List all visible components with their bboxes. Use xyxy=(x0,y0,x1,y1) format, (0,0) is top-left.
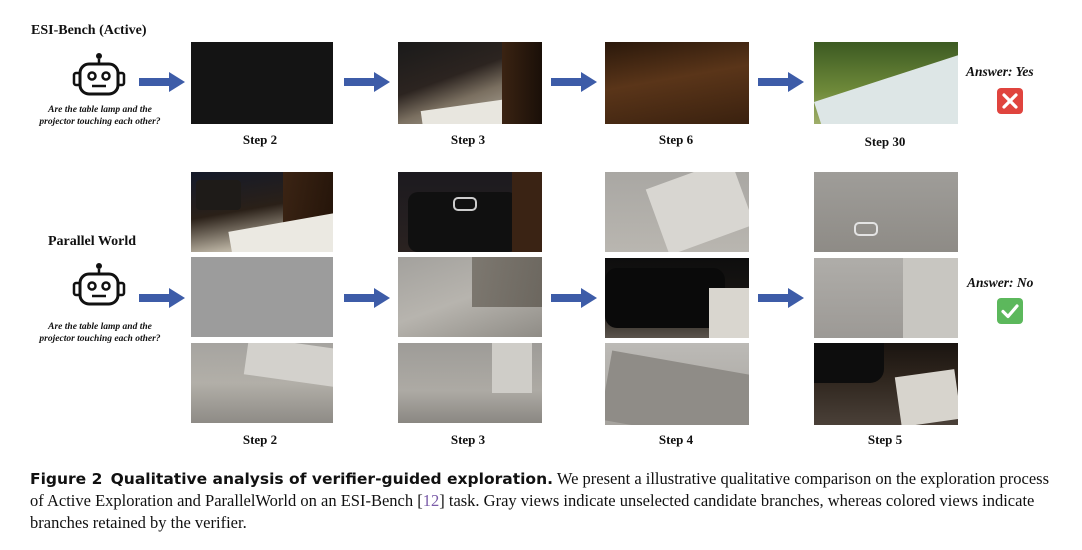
caption-text-end: ] task. Gray views indicate unselected c… xyxy=(30,491,1035,532)
figure-label: Figure 2 xyxy=(30,470,103,488)
row1-step-label: Step 3 xyxy=(450,132,486,147)
arrow-right-icon xyxy=(344,72,390,92)
row1-step-label: Step 30 xyxy=(864,134,906,149)
row1-step3-view xyxy=(398,42,542,124)
row2-answer: Answer: No xyxy=(967,275,1034,290)
cross-mark-icon xyxy=(997,88,1023,114)
arrow-right-icon xyxy=(551,288,597,308)
row2-step4-gray-view xyxy=(605,172,749,252)
row2-step5-selected-view xyxy=(814,343,958,425)
arrow-right-icon xyxy=(758,288,804,308)
row1-title: ESI-Bench (Active) xyxy=(31,23,147,38)
row2-step-label: Step 2 xyxy=(242,432,278,447)
row2-question: Are the table lamp and the projector tou… xyxy=(39,322,161,344)
row1-answer: Answer: Yes xyxy=(966,64,1034,79)
row2-step3-gray-view xyxy=(398,257,542,337)
arrow-right-icon xyxy=(139,72,185,92)
row2-step-label: Step 5 xyxy=(867,432,903,447)
figure-caption: Figure 2 Qualitative analysis of verifie… xyxy=(30,468,1060,534)
arrow-right-icon xyxy=(551,72,597,92)
row2-step5-gray-view xyxy=(814,258,958,338)
arrow-right-icon xyxy=(758,72,804,92)
caption-text: We present a illustrative qualitative co… xyxy=(30,469,1049,510)
row1-step2-view xyxy=(191,42,333,124)
row2-step-label: Step 3 xyxy=(450,432,486,447)
row1-question: Are the table lamp and the projector tou… xyxy=(39,105,161,127)
row2-step4-selected-view xyxy=(605,258,749,338)
row2-step2-gray-view xyxy=(191,257,333,337)
robot-icon xyxy=(72,263,126,306)
row1-step30-view xyxy=(814,42,958,124)
row2-step5-gray-view xyxy=(814,172,958,252)
row2-step3-gray-view xyxy=(398,343,542,423)
row1-step6-view xyxy=(605,42,749,124)
row2-step2-gray-view xyxy=(191,343,333,423)
row2-step-label: Step 4 xyxy=(658,432,694,447)
figure-title: Qualitative analysis of verifier-guided … xyxy=(110,470,554,488)
row2-step4-gray-view xyxy=(605,343,749,425)
row1-step-label: Step 2 xyxy=(242,132,278,147)
check-mark-icon xyxy=(997,298,1023,324)
row2-step3-selected-view xyxy=(398,172,542,252)
arrow-right-icon xyxy=(139,288,185,308)
robot-icon xyxy=(72,53,126,96)
arrow-right-icon xyxy=(344,288,390,308)
citation-link[interactable]: 12 xyxy=(422,491,440,510)
row2-title: Parallel World xyxy=(48,234,137,249)
row2-step2-selected-view xyxy=(191,172,333,252)
row1-step-label: Step 6 xyxy=(658,132,694,147)
